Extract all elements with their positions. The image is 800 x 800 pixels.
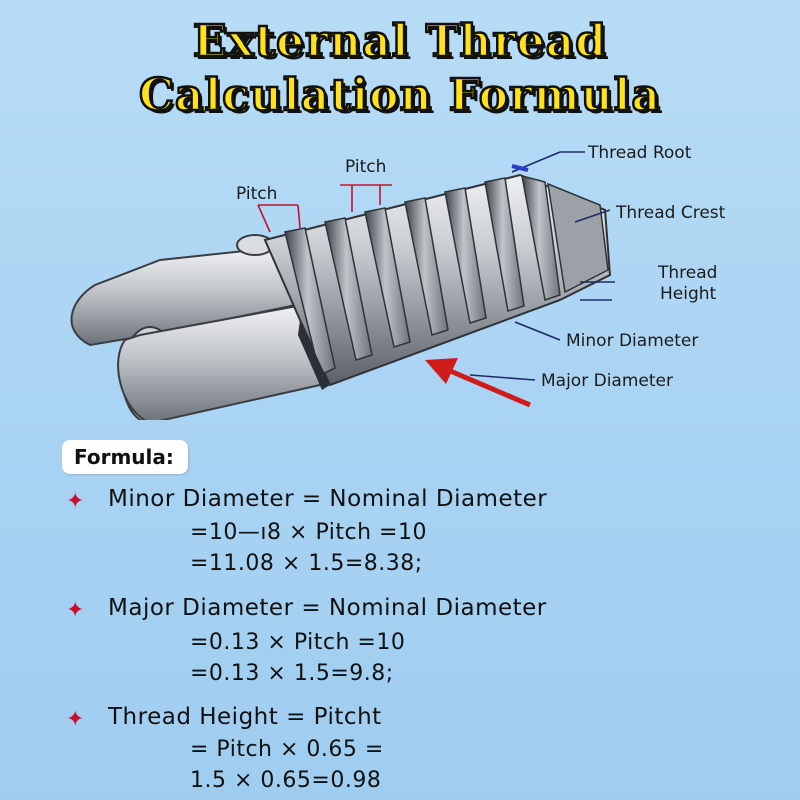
formula-header: Formula: [62,440,188,474]
thread-crest-leader [574,209,611,223]
leader-lines [257,151,615,381]
minor-diameter-leader [514,321,561,341]
label-major-diameter: Major Diameter [541,371,673,391]
label-pitch-left: Pitch [236,184,277,204]
thread-height-step-2: 1.5 × 0.65=0.98 [190,768,382,793]
major-diameter-heading: Major Diameter = Nominal Diameter [108,595,547,621]
red-star-icon: ✦ [66,598,85,623]
bolt-shank [70,234,332,420]
threaded-section [263,173,612,390]
pitch-top-bracket [340,184,392,212]
label-thread-root: Thread Root [587,143,692,163]
red-star-icon: ✦ [66,707,85,732]
minor-diameter-step-2: =11.08 × 1.5=8.38; [190,551,423,576]
pitch-left-bracket [257,204,301,233]
thread-height-step-1: = Pitch × 0.65 = [190,737,384,762]
major-diameter-step-1: =0.13 × Pitch =10 [190,630,406,655]
label-thread-height-line2: Height [660,284,717,304]
thread-root-leader [511,151,585,173]
label-thread-height-line1: Thread [657,263,717,283]
title-line-1: External Thread [192,15,608,69]
thread-diagram: Pitch Pitch Thread Root Thread Crest Thr… [70,143,726,420]
label-thread-crest: Thread Crest [615,203,726,223]
major-diameter-arrow [425,358,531,408]
red-star-icon: ✦ [66,489,85,514]
minor-diameter-step-1: =10—ı8 × Pitch =10 [190,520,427,545]
major-diameter-leader [469,374,536,381]
thread-root-marker [511,164,529,172]
label-minor-diameter: Minor Diameter [566,331,698,351]
major-diameter-step-2: =0.13 × 1.5=9.8; [190,661,394,686]
title-line-2: Calculation Formula [138,69,662,123]
minor-diameter-heading: Minor Diameter = Nominal Diameter [108,486,548,512]
thread-height-leader [580,281,615,301]
label-pitch-top: Pitch [345,157,386,177]
thread-height-heading: Thread Height = Pitcht [108,704,382,730]
